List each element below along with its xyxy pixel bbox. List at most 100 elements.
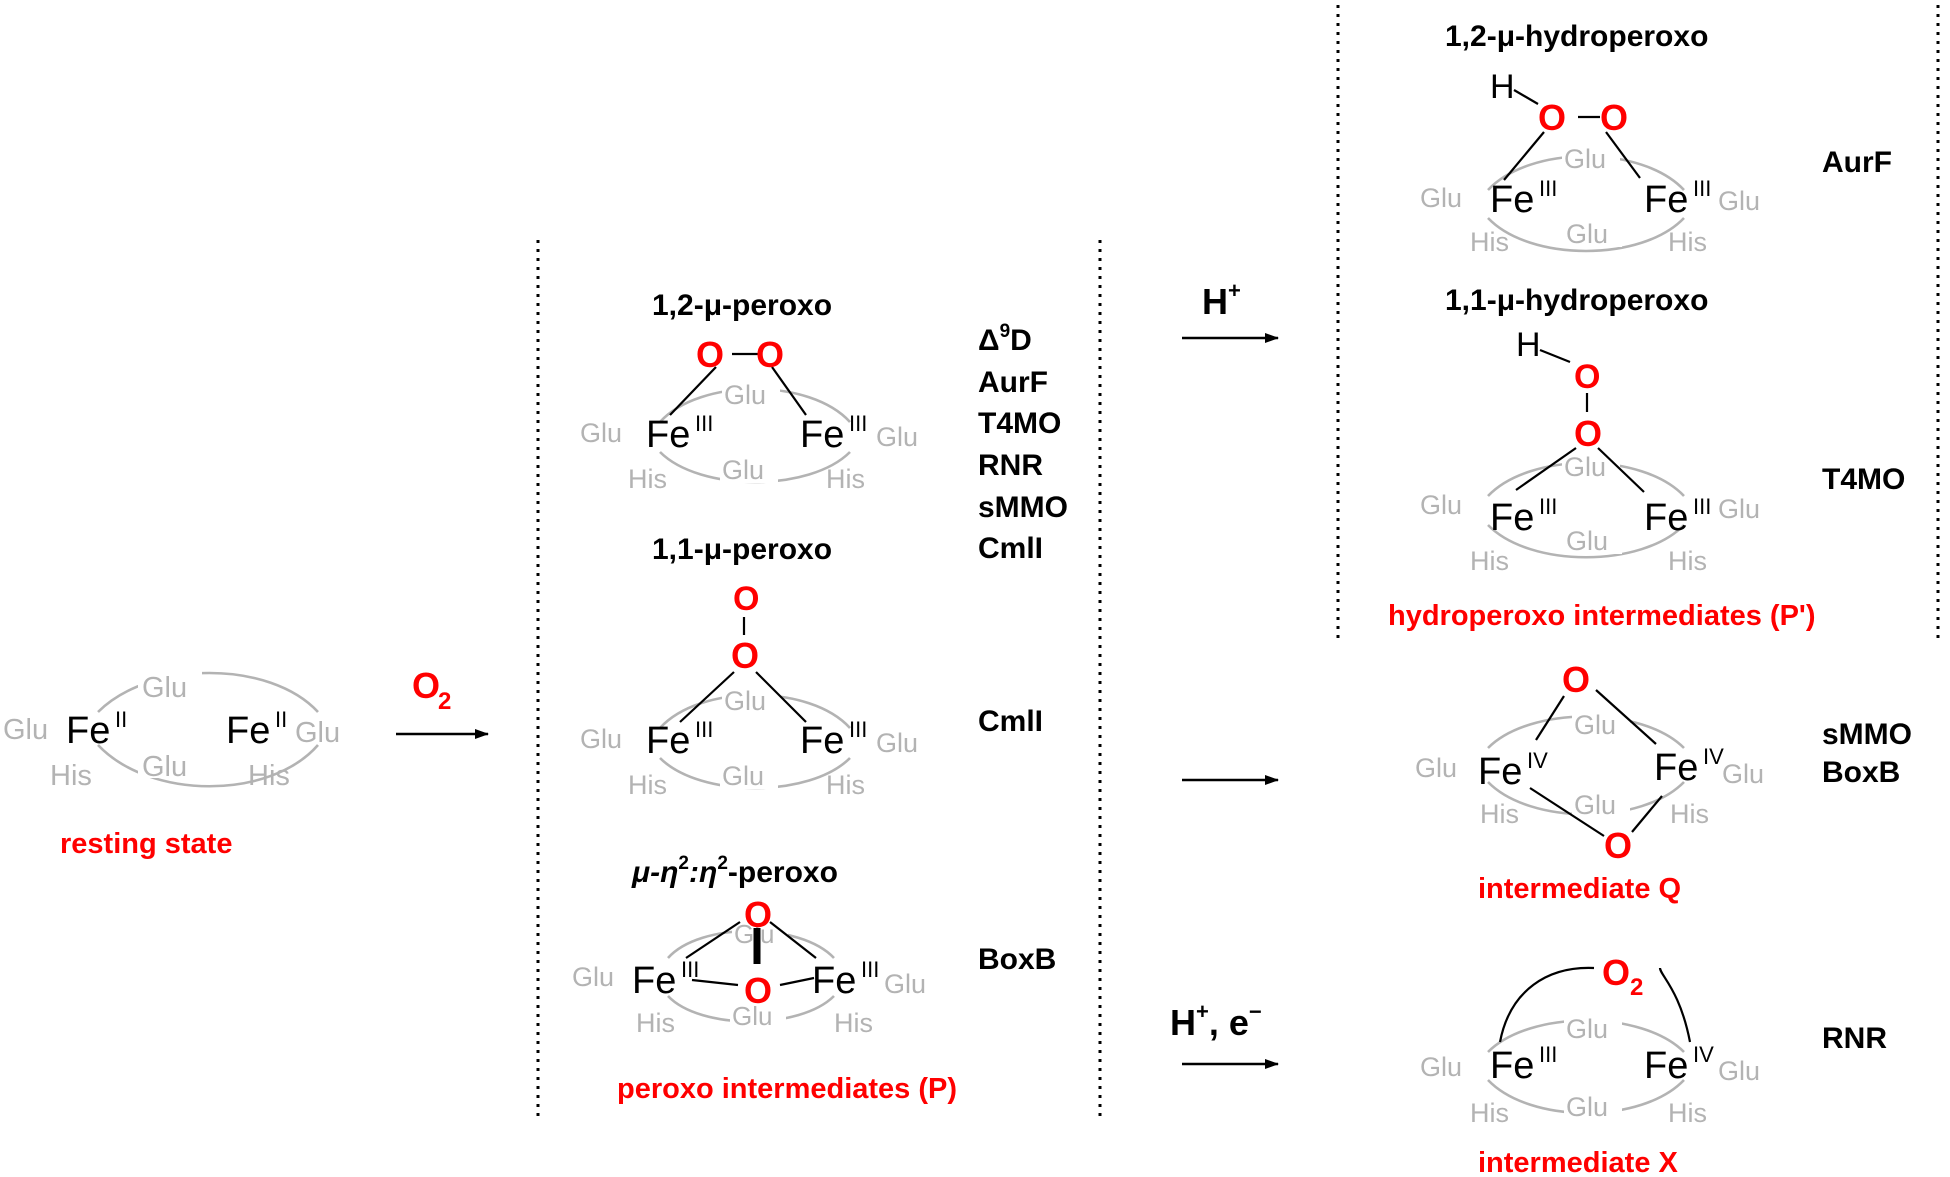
glu-right-label: Glu [295, 717, 340, 749]
his-right-label: His [248, 760, 290, 792]
o2-reagent-subscript: 2 [438, 688, 451, 715]
oxygen-atom: O [731, 635, 759, 676]
oxidation-state: III [1539, 176, 1557, 201]
q-enzyme-label: sMMO [1822, 718, 1912, 751]
fe-atom: Fe [1490, 179, 1534, 221]
intermediate-x-structure: Glu Glu Glu Glu His His O2 Fe III Fe IV [1420, 952, 1760, 1128]
glu-label: Glu [1722, 759, 1764, 789]
intermediate-q-structure: Glu Glu Glu Glu His His O O Fe IV Fe IV [1415, 659, 1764, 866]
his-label: His [1470, 227, 1509, 257]
fe-atom: Fe [646, 414, 690, 456]
peroxo-11-enzyme: CmlI [978, 705, 1043, 738]
glu-label: Glu [724, 380, 766, 410]
fe-atom: Fe [632, 960, 676, 1002]
q-enzyme-label: BoxB [1822, 756, 1900, 789]
oxygen-atom: O [1574, 358, 1600, 396]
fe-atom: Fe [1490, 1045, 1534, 1087]
hydroperoxo-11-title: 1,1-μ-hydroperoxo [1445, 284, 1708, 317]
oxidation-state: III [1693, 176, 1711, 201]
hydroperoxo-12-structure: 1,2-μ-hydroperoxo Glu Glu Glu Glu His Hi… [1420, 20, 1760, 257]
his-label: His [628, 464, 667, 494]
fe-atom: Fe [646, 720, 690, 762]
intermediate-q-label: intermediate Q [1478, 873, 1681, 905]
glu-label: Glu [1420, 490, 1462, 520]
his-label: His [834, 1008, 873, 1038]
hplus-electron-reagent: H+, e− [1170, 999, 1262, 1043]
fe-atom: Fe [812, 960, 856, 1002]
peroxo-eta-enzyme: BoxB [978, 943, 1056, 976]
his-label: His [1670, 799, 1709, 829]
fe-atom: Fe [1644, 497, 1688, 539]
peroxo-eta-structure: μ-η2:η2-peroxo Glu Glu Glu Glu His His O… [572, 853, 926, 1038]
oxidation-state: III [849, 717, 867, 742]
glu-label: Glu [1564, 144, 1606, 174]
glu-label: Glu [1420, 183, 1462, 213]
peroxo-12-enzymes: Δ9D AurF T4MO RNR sMMO CmlI [978, 321, 1068, 565]
fe-atom: Fe [800, 720, 844, 762]
glu-label: Glu [1566, 1092, 1608, 1122]
glu-label: Glu [1566, 1014, 1608, 1044]
peroxo-eta-title: μ-η2:η2-peroxo [631, 853, 838, 889]
fe-atom: Fe [1490, 497, 1534, 539]
glu-label: Glu [1566, 526, 1608, 556]
oxidation-state: IV [1527, 748, 1548, 773]
glu-left-label: Glu [3, 714, 48, 746]
oxidation-state: III [849, 411, 867, 436]
glu-label: Glu [722, 761, 764, 791]
fe-atom: Fe [1654, 747, 1698, 789]
hydrogen-atom: H [1490, 68, 1515, 106]
hydrogen-atom: H [1516, 326, 1541, 364]
hplus-electron-arrow: H+, e− [1170, 999, 1279, 1069]
glu-top-label: Glu [142, 672, 187, 704]
hydroperoxo-12-enzyme: AurF [1822, 146, 1892, 179]
his-label: His [826, 770, 865, 800]
oxidation-state: IV [1703, 744, 1724, 769]
o2-arrow: O 2 [396, 665, 489, 739]
o2-reagent: O [412, 665, 440, 706]
peroxo-11-structure: 1,1-μ-peroxo Glu Glu Glu Glu His His O O… [580, 533, 918, 800]
glu-label: Glu [1566, 219, 1608, 249]
glu-label: Glu [876, 728, 918, 758]
oxidation-state: III [1539, 494, 1557, 519]
oxidation-state: III [1693, 494, 1711, 519]
fe-atom: Fe [1478, 751, 1522, 793]
glu-label: Glu [1415, 753, 1457, 783]
fe-left: Fe [66, 710, 110, 752]
glu-bottom-label: Glu [142, 751, 187, 783]
oxidation-state: III [1539, 1042, 1557, 1067]
dioxygen: O2 [1602, 952, 1643, 1001]
glu-label: Glu [722, 455, 764, 485]
oxidation-state: IV [1693, 1042, 1714, 1067]
his-label: His [1668, 546, 1707, 576]
his-label: His [1470, 1098, 1509, 1128]
his-label: His [1668, 1098, 1707, 1128]
fe-atom: Fe [1644, 179, 1688, 221]
glu-label: Glu [1718, 1056, 1760, 1086]
intermediate-x-label: intermediate X [1478, 1147, 1678, 1177]
glu-label: Glu [1420, 1052, 1462, 1082]
oxygen-atom: O [744, 970, 772, 1011]
glu-label: Glu [580, 724, 622, 754]
enzyme-label: T4MO [978, 407, 1061, 440]
glu-label: Glu [580, 418, 622, 448]
his-left-label: His [50, 760, 92, 792]
oxidation-state: III [695, 717, 713, 742]
hplus-reagent: H+ [1202, 278, 1241, 322]
glu-label: Glu [1564, 452, 1606, 482]
glu-label: Glu [876, 422, 918, 452]
peroxo-11-title: 1,1-μ-peroxo [652, 533, 832, 566]
enzyme-label: AurF [978, 366, 1048, 399]
glu-label: Glu [572, 962, 614, 992]
his-label: His [1480, 799, 1519, 829]
glu-label: Glu [1574, 790, 1616, 820]
oxygen-atom: O [1562, 659, 1590, 700]
enzyme-label: sMMO [978, 491, 1068, 524]
oxygen-atom: O [744, 894, 772, 935]
hydroperoxo-11-structure: 1,1-μ-hydroperoxo Glu Glu Glu Glu His Hi… [1420, 284, 1760, 576]
his-label: His [636, 1008, 675, 1038]
oxygen-atom: O [1574, 413, 1602, 454]
fe-right-oxidation: II [275, 707, 287, 732]
glu-label: Glu [1718, 186, 1760, 216]
enzyme-label: Δ9D [978, 321, 1032, 357]
